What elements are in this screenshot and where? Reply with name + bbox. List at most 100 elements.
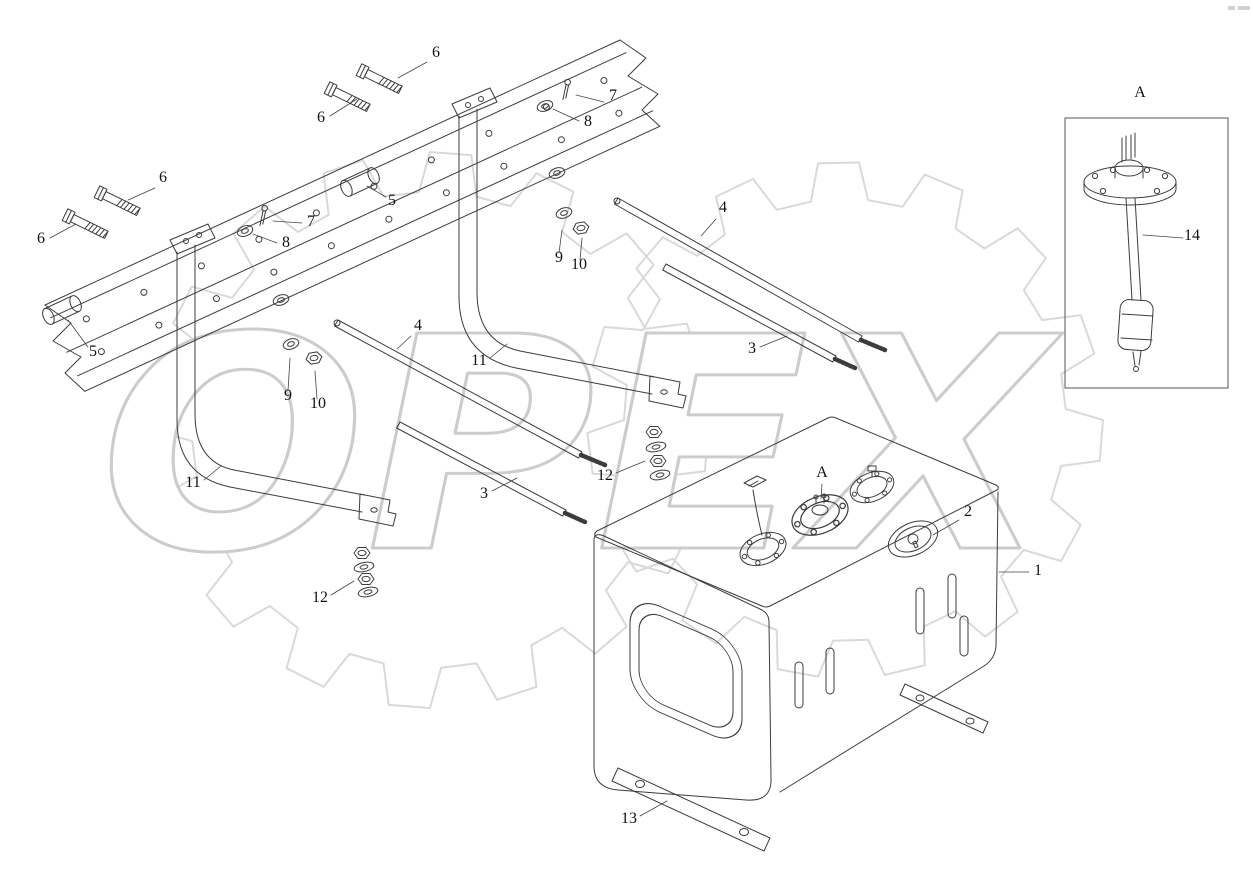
rivet-hole <box>140 288 148 296</box>
mounting-bolts <box>61 63 404 242</box>
callout-leader <box>932 519 960 536</box>
rivet-hole <box>485 129 493 137</box>
rivet-hole <box>600 77 608 84</box>
callout-label-12: 12 <box>597 467 613 484</box>
callout-label-7: 7 <box>307 213 315 230</box>
callout-leader <box>700 218 717 237</box>
callout-label-13: 13 <box>621 810 637 827</box>
callout-label-A: A <box>1134 84 1146 101</box>
filler-cap <box>887 520 939 558</box>
callout-label-4: 4 <box>719 199 727 216</box>
fuel-tank <box>593 416 999 801</box>
rivet-hole <box>197 262 205 270</box>
washer-icon <box>554 205 574 221</box>
rivet-hole <box>312 209 320 217</box>
rivet-hole <box>442 189 450 197</box>
callout-leader <box>639 800 668 817</box>
callout-label-8: 8 <box>584 113 592 130</box>
callout-leader <box>397 61 428 79</box>
callout-leader <box>615 460 646 474</box>
nut-icon <box>571 220 591 236</box>
callout-leader <box>1142 234 1184 239</box>
callout-label-12: 12 <box>312 589 328 606</box>
rivet-hole <box>97 348 105 356</box>
callout-leader <box>330 580 355 596</box>
rivet-hole <box>557 136 565 144</box>
callout-leader <box>127 187 156 201</box>
callout-leader <box>759 335 788 348</box>
callout-label-7: 7 <box>609 87 617 104</box>
callout-leader <box>489 343 508 359</box>
tank-bracket-left <box>169 223 397 527</box>
frame-rail <box>44 39 661 392</box>
hose-clamp-icon <box>743 475 767 536</box>
watermark-text: OPEX <box>100 274 1063 618</box>
bolt-icon <box>323 81 372 115</box>
rivet-hole <box>427 156 435 164</box>
top-flange-icon <box>845 464 899 510</box>
callout-label-9: 9 <box>555 249 563 266</box>
rivet-hole <box>327 242 335 250</box>
callout-leader <box>49 223 77 239</box>
rivet-hole <box>82 315 90 323</box>
sleeve-icon <box>39 293 85 327</box>
callout-label-9: 9 <box>284 387 292 404</box>
callout-label-14: 14 <box>1184 227 1200 244</box>
detail-view-a <box>1064 117 1229 389</box>
callout-label-A: A <box>816 464 828 481</box>
tank-vent-slots <box>794 573 969 709</box>
washer-icon <box>535 98 555 114</box>
callout-label-8: 8 <box>282 234 290 251</box>
callout-label-6: 6 <box>317 109 325 126</box>
callout-leader <box>558 229 563 254</box>
callout-leader <box>203 465 222 481</box>
watermark: OPEX <box>99 151 1104 709</box>
callout-leader <box>820 483 823 500</box>
callout-label-5: 5 <box>89 343 97 360</box>
rivet-hole <box>615 109 623 117</box>
callout-label-2: 2 <box>964 503 972 520</box>
callout-label-11: 11 <box>185 474 200 491</box>
callout-leader <box>314 370 318 400</box>
fuel-sender-unit <box>785 486 855 544</box>
callout-leader <box>272 220 303 224</box>
callout-label-3: 3 <box>748 340 756 357</box>
callout-leader <box>396 335 412 350</box>
rivet-hole <box>155 321 163 329</box>
rivet-hole <box>385 215 393 223</box>
callout-label-6: 6 <box>432 44 440 61</box>
rivet-hole <box>500 162 508 170</box>
callout-label-11: 11 <box>471 352 486 369</box>
mounting-plate-front <box>611 767 771 852</box>
callout-leader <box>552 108 580 122</box>
callout-leader <box>579 237 583 261</box>
callout-label-6: 6 <box>159 169 167 186</box>
tank-strap-left-lower <box>396 421 588 525</box>
callout-label-4: 4 <box>414 317 422 334</box>
pins-and-washers <box>235 78 572 239</box>
rivet-hole <box>270 268 278 276</box>
gear-watermark-icon <box>151 151 709 709</box>
mounting-plate-right <box>899 683 989 734</box>
bolt-icon <box>355 63 404 97</box>
callout-label-10: 10 <box>571 256 587 273</box>
callout-label-10: 10 <box>310 395 326 412</box>
callout-leader <box>252 233 278 244</box>
callout-leader <box>366 185 387 198</box>
callout-leader <box>575 94 605 103</box>
callout-label-1: 1 <box>1034 562 1042 579</box>
washer-icon <box>547 165 567 181</box>
callout-label-3: 3 <box>480 485 488 502</box>
tank-bracket-right <box>451 87 687 409</box>
callout-leader <box>67 319 89 348</box>
fuel-level-sender <box>1083 132 1177 372</box>
callout-label-6: 6 <box>37 230 45 247</box>
callout-leader <box>329 98 358 117</box>
callout-leader <box>491 477 518 492</box>
tank-strap-right-upper <box>613 197 888 353</box>
bolt-icon <box>93 185 142 219</box>
callout-label-5: 5 <box>388 192 396 209</box>
